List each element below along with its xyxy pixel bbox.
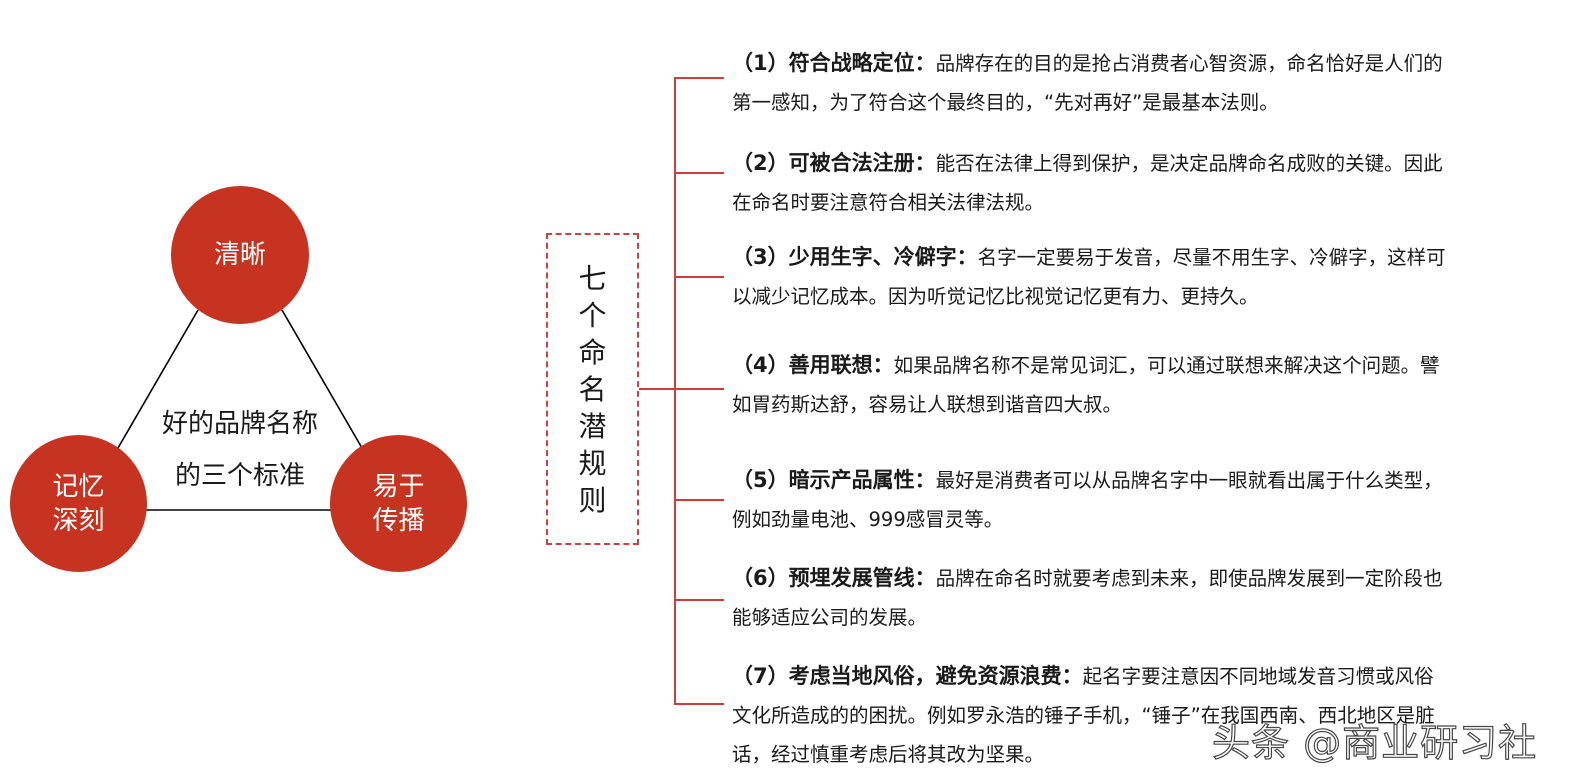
rules-title-box: 七 个 命 名 潜 规 则: [546, 233, 639, 545]
rules-title-char: 潜: [578, 409, 607, 443]
rule-number: （4）: [732, 353, 789, 377]
rule-number: （1）: [732, 51, 789, 75]
rule-text: 名字一定要易于发音，尽量不用生字、冷僻字，这样可: [977, 246, 1446, 269]
rule-colon: ：: [914, 51, 936, 75]
node-spreadable: 易于 传播: [330, 435, 467, 572]
center-label-line2: 的三个标准: [174, 461, 305, 491]
rules-title-char: 则: [578, 483, 607, 517]
rule-colon: ：: [1061, 664, 1083, 688]
bracket-branch-1: [674, 77, 724, 79]
rule-text: 话，经过慎重考虑后将其改为坚果。: [732, 743, 1045, 766]
rules-title-char: 名: [578, 372, 607, 406]
rule-title: 暗示产品属性: [788, 468, 915, 492]
rule-colon: ：: [914, 468, 936, 492]
rule-item-2: （2）可被合法注册：能否在法律上得到保护，是决定品牌命名成败的关键。因此 在命名…: [732, 144, 1552, 222]
watermark: 头条 @商业研习社: [1211, 720, 1538, 765]
node-clear-label: 清晰: [213, 240, 266, 270]
bracket-spine: [674, 77, 676, 705]
bracket-feed-line: [639, 388, 675, 390]
rule-number: （7）: [732, 664, 789, 688]
node-clear: 清晰: [171, 186, 309, 324]
rule-text: 文化所造成的的困扰。例如罗永浩的锤子手机，“锤子”在我国西南、西北地区是脏: [732, 704, 1435, 727]
rules-title-char: 七: [578, 261, 607, 295]
node-memorable-line1: 记忆: [52, 471, 105, 502]
rule-text: 如胃药斯达舒，容易让人联想到谐音四大叔。: [732, 393, 1123, 416]
rule-title: 考虑当地风俗，避免资源浪费: [788, 664, 1062, 688]
rule-title: 少用生字、冷僻字: [788, 245, 957, 269]
center-label-line1: 好的品牌名称: [161, 409, 318, 439]
rule-text: 最好是消费者可以从品牌名字中一眼就看出属于什么类型，: [935, 469, 1443, 492]
rule-title: 预埋发展管线: [788, 566, 915, 590]
rule-item-7: （7）考虑当地风俗，避免资源浪费：起名字要注意因不同地域发音习惯或风俗 文化所造…: [732, 657, 1552, 774]
rule-text: 第一感知，为了符合这个最终目的，“先对再好”是最基本法则。: [732, 91, 1279, 114]
rule-colon: ：: [872, 353, 894, 377]
rules-title-char: 个: [578, 298, 607, 332]
rule-title: 可被合法注册: [788, 151, 915, 175]
node-memorable-line2: 深刻: [52, 505, 105, 536]
node-spreadable-line1: 易于: [372, 471, 425, 502]
triangle-center-label: 好的品牌名称 的三个标准: [140, 398, 340, 502]
bracket-branch-5: [674, 499, 724, 501]
bracket-branch-6: [674, 599, 724, 601]
bracket-branch-2: [674, 172, 724, 174]
rule-text: 在命名时要注意符合相关法律法规。: [732, 191, 1045, 214]
rule-item-1: （1）符合战略定位：品牌存在的目的是抢占消费者心智资源，命名恰好是人们的 第一感…: [732, 44, 1552, 122]
rule-colon: ：: [914, 151, 936, 175]
rules-title-char: 命: [578, 335, 607, 369]
node-memorable: 记忆 深刻: [10, 435, 147, 572]
triangle-edges: [117, 309, 363, 511]
rule-text: 品牌存在的目的是抢占消费者心智资源，命名恰好是人们的: [935, 52, 1443, 75]
rule-colon: ：: [914, 566, 936, 590]
rule-item-3: （3）少用生字、冷僻字：名字一定要易于发音，尽量不用生字、冷僻字，这样可 以减少…: [732, 238, 1552, 316]
rule-number: （6）: [732, 566, 789, 590]
rule-text: 以减少记忆成本。因为听觉记忆比视觉记忆更有力、更持久。: [732, 285, 1259, 308]
rule-text: 例如劲量电池、999感冒灵等。: [732, 508, 1004, 531]
rules-title-char: 规: [578, 446, 607, 480]
node-spreadable-line2: 传播: [372, 505, 425, 536]
rule-number: （2）: [732, 151, 789, 175]
rule-text: 能否在法律上得到保护，是决定品牌命名成败的关键。因此: [935, 152, 1443, 175]
rule-number: （5）: [732, 468, 789, 492]
rule-title: 符合战略定位: [788, 51, 915, 75]
rule-number: （3）: [732, 245, 789, 269]
rule-item-6: （6）预埋发展管线：品牌在命名时就要考虑到未来，即使品牌发展到一定阶段也 能够适…: [732, 559, 1552, 637]
bracket-branch-3: [674, 276, 724, 278]
rule-text: 品牌在命名时就要考虑到未来，即使品牌发展到一定阶段也: [935, 567, 1443, 590]
rule-text: 起名字要注意因不同地域发音习惯或风俗: [1082, 665, 1434, 688]
rule-colon: ：: [956, 245, 978, 269]
bracket-branch-4: [674, 388, 724, 390]
rule-text: 能够适应公司的发展。: [732, 606, 928, 629]
rule-title: 善用联想: [788, 353, 873, 377]
rule-item-4: （4）善用联想：如果品牌名称不是常见词汇，可以通过联想来解决这个问题。譬 如胃药…: [732, 346, 1552, 424]
rule-item-5: （5）暗示产品属性：最好是消费者可以从品牌名字中一眼就看出属于什么类型， 例如劲…: [732, 461, 1552, 539]
rule-text: 如果品牌名称不是常见词汇，可以通过联想来解决这个问题。譬: [893, 354, 1440, 377]
bracket-branch-7: [674, 703, 724, 705]
